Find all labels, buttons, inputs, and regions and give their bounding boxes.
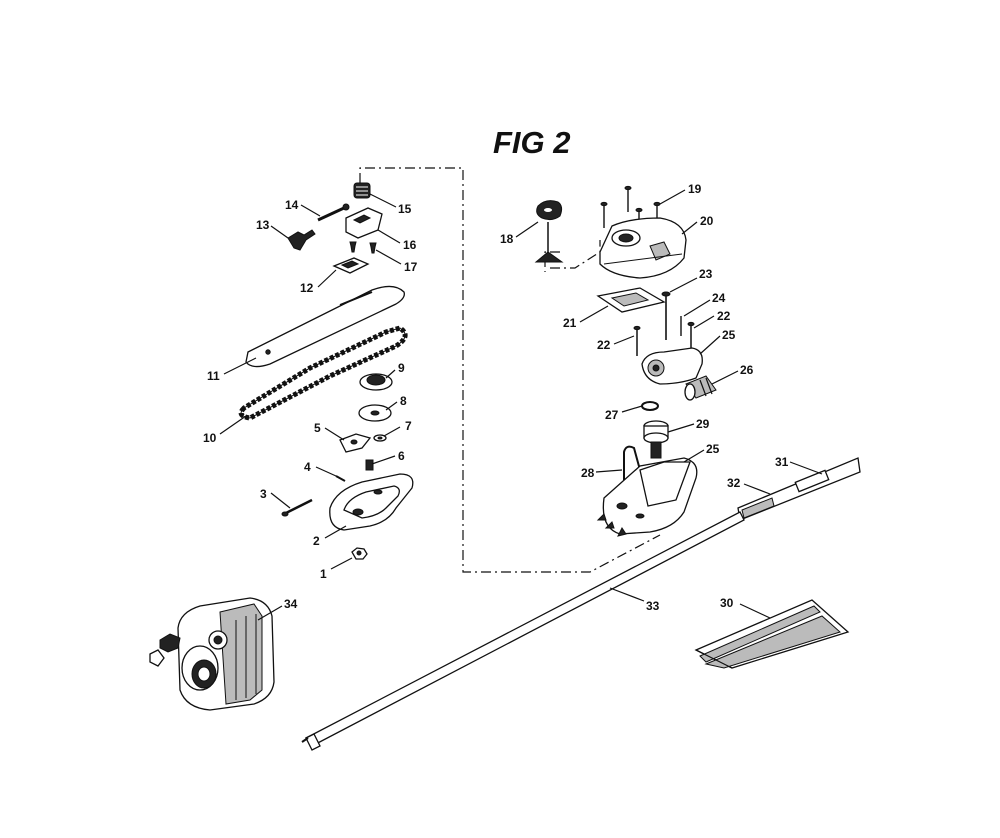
callout-16: 16 [403, 238, 417, 252]
sprocket-part [359, 373, 393, 391]
callout-24: 24 [712, 291, 726, 305]
long-bolt-part [661, 291, 671, 340]
pin-part [335, 475, 346, 482]
cover-plate-part [345, 207, 383, 239]
tension-pin-part [287, 229, 316, 251]
bushing-part [684, 375, 717, 401]
callout-23: 23 [699, 267, 713, 281]
callout-22a: 22 [597, 338, 611, 352]
saw-chain-part [238, 325, 408, 421]
callout-21: 21 [563, 316, 577, 330]
callout-25b: 25 [706, 442, 720, 456]
callout-12: 12 [300, 281, 314, 295]
shaft-strip-part [694, 599, 850, 669]
callout-33: 33 [646, 599, 660, 613]
callout-30: 30 [720, 596, 734, 610]
callout-27: 27 [605, 408, 619, 422]
callout-8: 8 [400, 394, 407, 408]
callout-17: 17 [404, 260, 418, 274]
callout-10: 10 [203, 431, 217, 445]
hex-nut-part [351, 547, 368, 560]
assembly-boundary-line [359, 167, 661, 573]
gear-housing-screws-part [633, 321, 695, 356]
bar-plate-part [339, 433, 372, 453]
grease-cap-part [534, 200, 564, 263]
gasket-link-line [544, 251, 560, 272]
drive-shaft-tube-part [301, 511, 745, 751]
clamp-plate-part [332, 257, 370, 274]
guide-bar-part [245, 285, 405, 368]
callout-29: 29 [696, 417, 710, 431]
gearbox-boundary-line [550, 240, 601, 269]
tension-screw-part [317, 203, 350, 222]
callout-32: 32 [727, 476, 741, 490]
callout-25a: 25 [722, 328, 736, 342]
small-screws-part [349, 241, 377, 254]
callout-4: 4 [304, 460, 311, 474]
lower-gear-housing-part [596, 457, 698, 537]
callout-15: 15 [398, 202, 412, 216]
callout-20: 20 [700, 214, 714, 228]
figure-title: FIG 2 [493, 125, 571, 160]
gearbox-cover-part [599, 217, 687, 279]
upper-gear-housing-part [641, 347, 703, 385]
callout-34: 34 [284, 597, 298, 611]
washer-part [358, 404, 392, 422]
small-nut-part [373, 434, 387, 442]
gasket-part [596, 287, 666, 313]
callout-3: 3 [260, 487, 267, 501]
wire-clip-part [623, 445, 641, 480]
callout-22b: 22 [717, 309, 731, 323]
callout-13: 13 [256, 218, 270, 232]
callout-5: 5 [314, 421, 321, 435]
engine-power-head-part [149, 597, 275, 711]
callout-1: 1 [320, 567, 327, 581]
callout-26: 26 [740, 363, 754, 377]
gear-shaft-part [643, 420, 669, 459]
long-screw-part [281, 498, 313, 517]
callout-14: 14 [285, 198, 299, 212]
callout-6: 6 [398, 449, 405, 463]
retaining-ring-part [641, 401, 659, 411]
stud-part [365, 459, 374, 471]
callout-28: 28 [581, 466, 595, 480]
callout-11: 11 [207, 369, 220, 383]
callout-7: 7 [405, 419, 412, 433]
callout-31: 31 [775, 455, 789, 469]
callout-18: 18 [500, 232, 514, 246]
callout-19: 19 [688, 182, 702, 196]
callout-2: 2 [313, 534, 320, 548]
callout-9: 9 [398, 361, 405, 375]
leader-lines [219, 189, 823, 621]
spring-part [353, 182, 371, 199]
chain-guard-housing-part [329, 473, 414, 531]
